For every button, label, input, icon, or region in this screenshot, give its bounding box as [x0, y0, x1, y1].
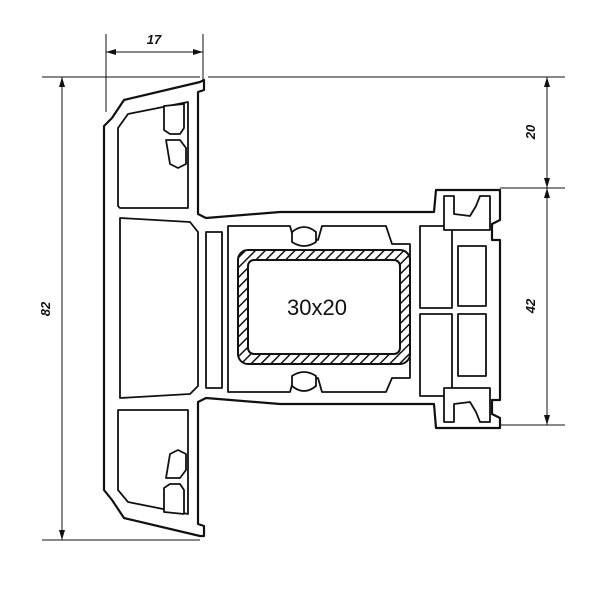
- web-column: [205, 231, 223, 389]
- reinforcement-tube-inner: [247, 259, 401, 355]
- top-screw-channel: [291, 226, 317, 247]
- right-chamber-top: [419, 225, 453, 309]
- reinforcement-label: 30x20: [287, 295, 347, 320]
- dim-right-height: 42: [523, 298, 538, 314]
- dim-upper-offset: 20: [523, 124, 538, 140]
- profile-section: [102, 78, 502, 538]
- dimension-lines: [42, 34, 565, 541]
- dim-top-width: 17: [147, 32, 162, 47]
- right-lower-hook: [443, 387, 491, 423]
- left-upper-clip: [163, 103, 185, 135]
- left-lower-clip-upper: [165, 449, 187, 479]
- dim-overall-height: 82: [38, 301, 53, 316]
- right-upper-hook: [443, 195, 491, 231]
- left-lower-clip: [163, 483, 185, 515]
- right-chamber-a: [457, 245, 487, 307]
- left-middle-chamber: [119, 217, 199, 399]
- right-chamber-bottom: [419, 313, 453, 397]
- right-chamber-b: [457, 313, 487, 377]
- left-upper-clip-lower: [165, 139, 187, 169]
- bottom-screw-channel: [291, 371, 317, 392]
